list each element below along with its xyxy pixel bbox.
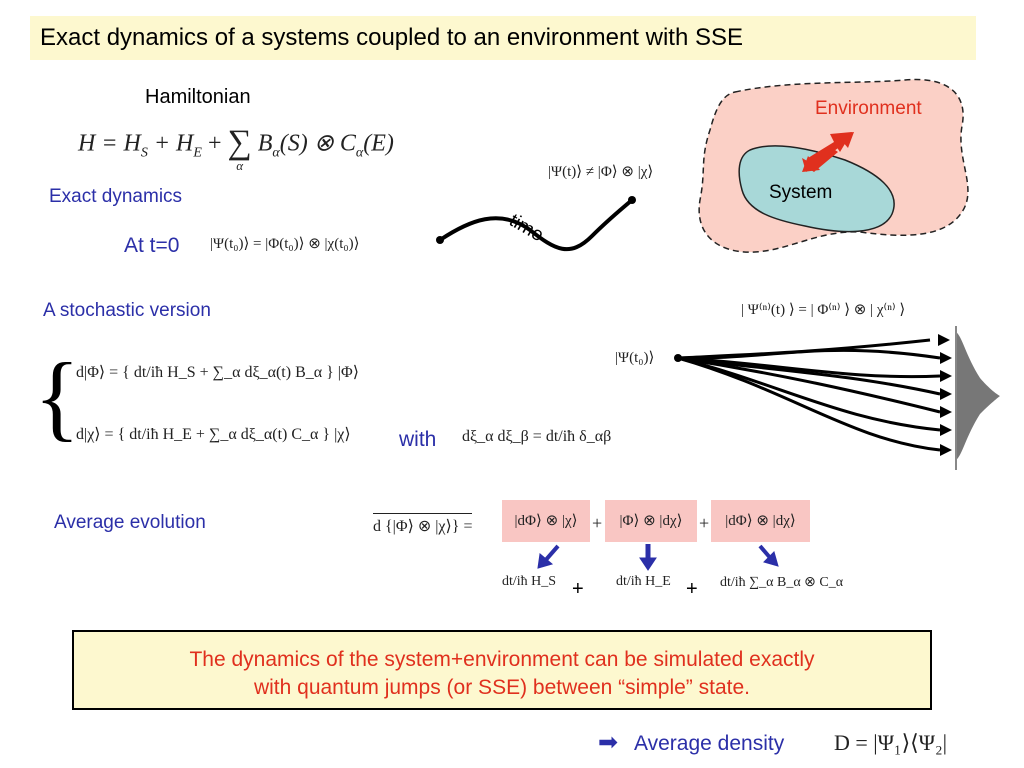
psi-t0-label: |Ψ(t₀)⟩ [615, 350, 655, 366]
t0-label: At t=0 [124, 234, 180, 257]
time-evolution-curve [438, 198, 634, 252]
result-coupling: dt/iħ ∑_α B_α ⊗ C_α [720, 575, 844, 590]
result-hs: dt/iħ H_S [502, 574, 557, 589]
with-label: with [399, 428, 437, 451]
psi-n-equation: | Ψ⁽ⁿ⁾(t) ⟩ = | Φ⁽ⁿ⁾ ⟩ ⊗ | χ⁽ⁿ⁾ ⟩ [741, 302, 906, 318]
system-label: System [769, 182, 833, 203]
environment-label: Environment [815, 98, 922, 119]
t0-equation: |Ψ(t₀)⟩ = |Φ(t₀)⟩ ⊗ |χ(t₀)⟩ [210, 236, 360, 252]
brace: { [34, 343, 81, 450]
hamiltonian-label: Hamiltonian [145, 86, 251, 108]
reduction-arrows [537, 544, 779, 571]
conclusion-line-1: The dynamics of the system+environment c… [189, 648, 815, 671]
conclusion-text: The dynamics of the system+environment c… [72, 646, 932, 702]
average-term-2: |Φ⟩ ⊗ |dχ⟩ [605, 500, 697, 542]
plus-2: + [699, 513, 710, 533]
plus-4: + [686, 578, 698, 600]
slide-title: Exact dynamics of a systems coupled to a… [40, 24, 743, 51]
average-term-3: |dΦ⟩ ⊗ |dχ⟩ [711, 500, 810, 542]
system-region [738, 145, 895, 233]
hamiltonian-equation: H = HS + HE + ∑ α Bα(S) ⊗ Cα(E) [78, 124, 394, 174]
average-density-equation: D = |Ψ₁⟩⟨Ψ₂| [834, 730, 948, 755]
stochastic-trajectories [677, 338, 941, 452]
result-he: dt/iħ H_E [616, 574, 671, 589]
distribution-curve [956, 332, 1000, 460]
exact-dynamics-label: Exact dynamics [49, 186, 183, 207]
average-density-label: Average density [634, 732, 785, 755]
right-arrow-icon: ➡ [598, 729, 619, 756]
entangled-equation: |Ψ(t)⟩ ≠ |Φ⟩ ⊗ |χ⟩ [548, 164, 654, 180]
average-label: Average evolution [54, 512, 206, 533]
sse-equation-phi: d|Φ⟩ = { dt/iħ H_S + ∑_α dξ_α(t) B_α } |… [76, 364, 359, 381]
plus-1: + [592, 513, 603, 533]
conclusion-box [72, 630, 932, 710]
arrowheads [938, 334, 952, 456]
noise-correlation: dξ_α dξ_β = dt/iħ δ_αβ [462, 428, 612, 445]
average-term-1: |dΦ⟩ ⊗ |χ⟩ [502, 500, 590, 542]
average-lhs: d {|Φ⟩ ⊗ |χ⟩} = [373, 513, 473, 536]
plus-3: + [572, 578, 584, 600]
conclusion-line-2: with quantum jumps (or SSE) between “sim… [253, 676, 751, 699]
sse-equation-chi: d|χ⟩ = { dt/iħ H_E + ∑_α dξ_α(t) C_α } |… [76, 426, 351, 443]
stochastic-label: A stochastic version [43, 300, 211, 321]
title-bar [30, 16, 976, 60]
